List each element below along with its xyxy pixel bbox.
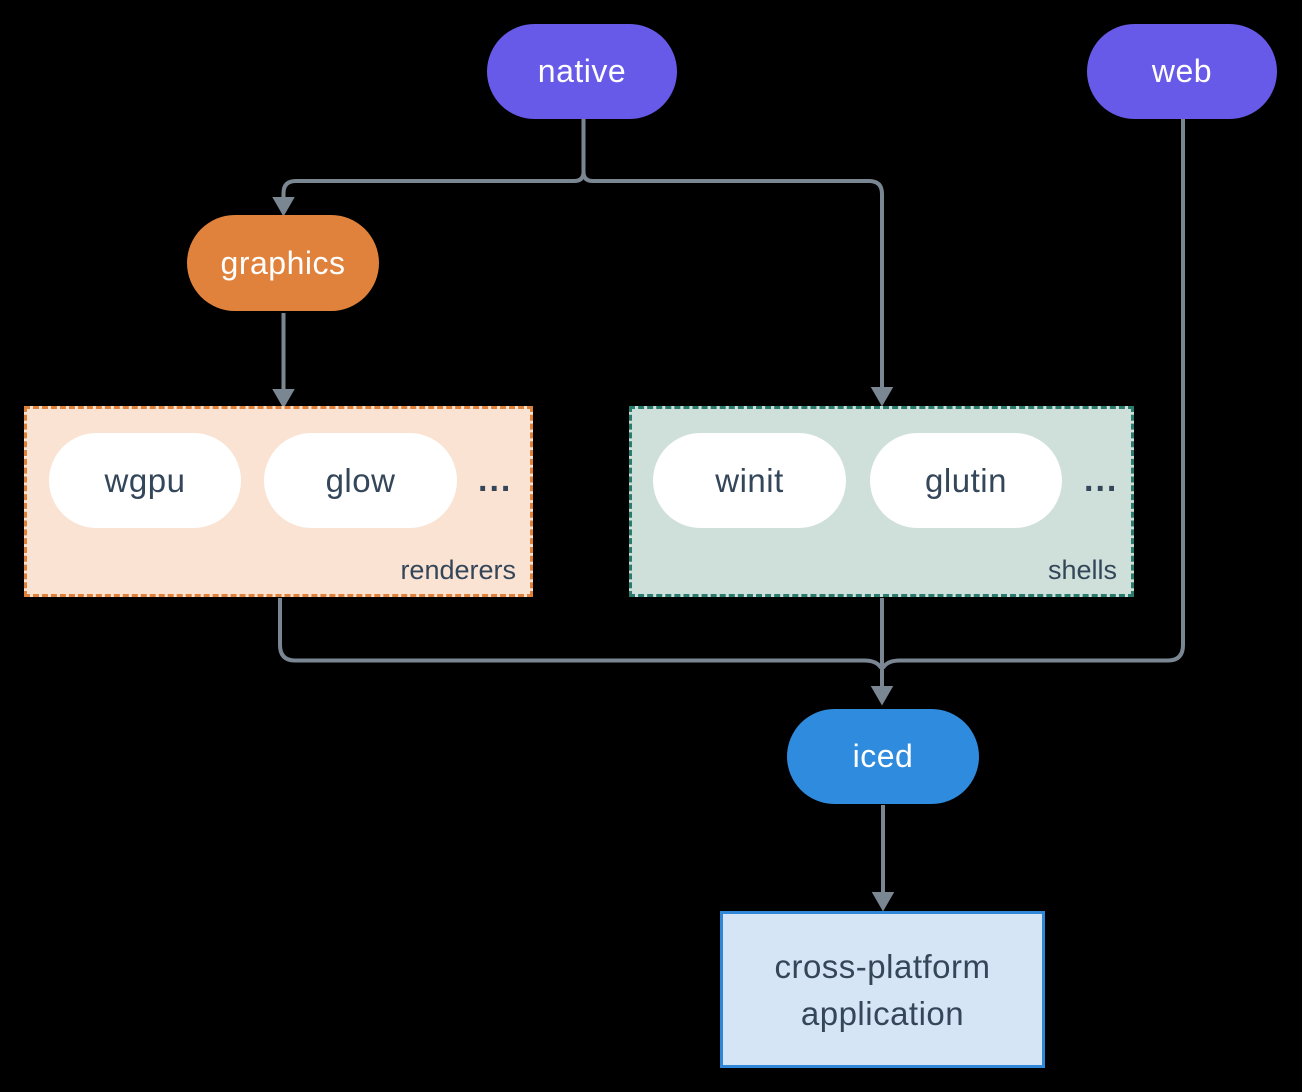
node-glutin-label: glutin <box>925 461 1007 499</box>
shells-group-box: winit glutin ... shells <box>629 406 1134 597</box>
node-graphics: graphics <box>187 215 379 311</box>
app-label-line2: application <box>800 994 965 1032</box>
node-wgpu-label: wgpu <box>104 461 186 499</box>
node-winit-label: winit <box>715 461 784 499</box>
node-web-label: web <box>1151 53 1213 89</box>
node-winit: winit <box>653 433 846 528</box>
node-iced-label: iced <box>852 738 914 774</box>
node-native-label: native <box>537 53 627 89</box>
shells-group-label: shells <box>1047 555 1117 585</box>
native-to-shells-connector <box>581 119 894 407</box>
renderers-ellipsis: ... <box>478 461 513 499</box>
app-label-line1: cross-platform <box>774 947 991 985</box>
renderers-to-iced-connector <box>278 598 883 670</box>
node-glow-label: glow <box>325 461 396 499</box>
renderers-group-box: wgpu glow ... renderers <box>24 406 533 597</box>
node-glutin: glutin <box>870 433 1062 528</box>
renderers-group-label: renderers <box>400 555 516 585</box>
node-web: web <box>1087 24 1277 119</box>
shells-ellipsis: ... <box>1084 461 1119 499</box>
node-cross-platform-application: cross-platform application <box>720 911 1045 1068</box>
node-graphics-label: graphics <box>220 244 346 281</box>
node-glow: glow <box>264 433 457 528</box>
node-wgpu: wgpu <box>49 433 241 528</box>
node-iced: iced <box>787 709 979 804</box>
node-native: native <box>487 24 677 119</box>
native-to-graphics-connector <box>272 119 586 217</box>
